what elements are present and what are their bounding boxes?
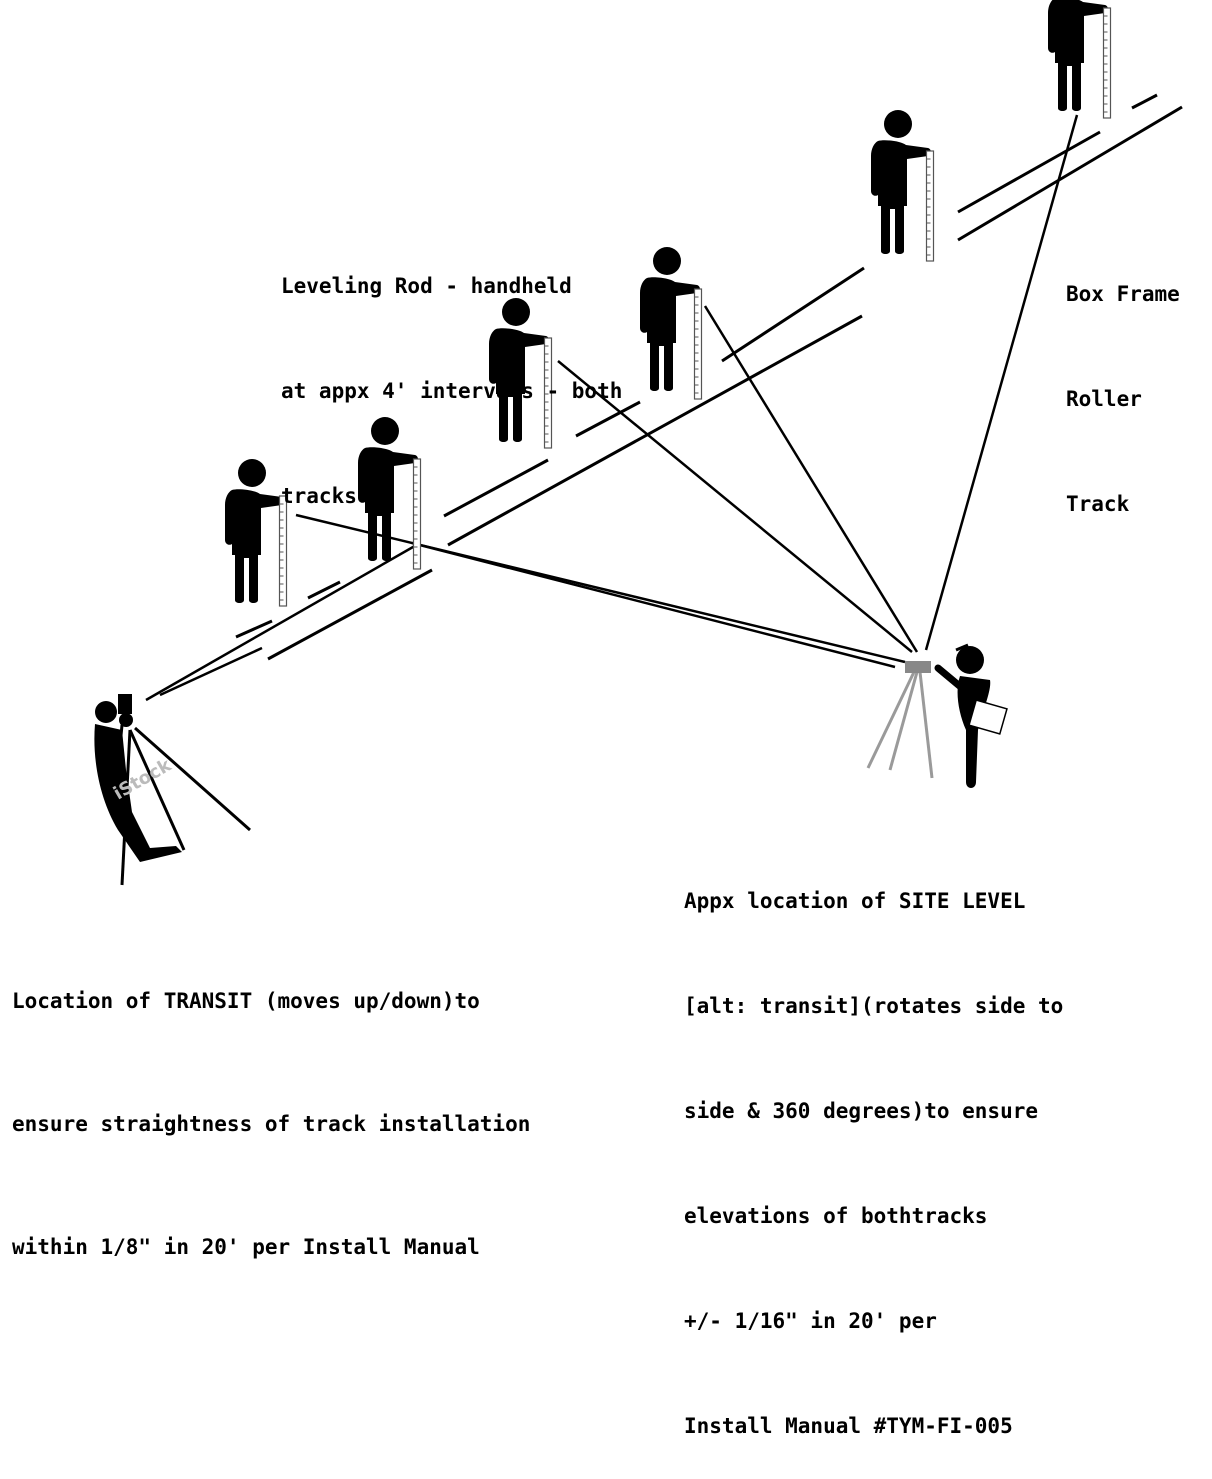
site-level-label-line: Appx location of SITE LEVEL: [684, 889, 1026, 913]
site-level-label-line: Install Manual #TYM-FI-005: [684, 1414, 1013, 1438]
track-rail-lower: [267, 105, 1183, 661]
leveling-rod-label-line: at appx 4' intervals - both: [281, 379, 623, 403]
site-level-label-line: elevations of bothtracks: [684, 1204, 988, 1228]
diagram-canvas: iStock: [94, 0, 1183, 886]
track-label-line: Roller: [1066, 387, 1142, 411]
track-label-line: Box Frame: [1066, 282, 1180, 306]
site-level-label-line: +/- 1/16" in 20' per: [684, 1309, 937, 1333]
rod-holder-5: [871, 110, 935, 262]
leveling-rod-label-line: Leveling Rod - handheld: [281, 274, 572, 298]
leveling-rod-label: Leveling Rod - handheld at appx 4' inter…: [281, 199, 622, 549]
rod-holder-4: [640, 247, 703, 400]
site-level-tripod: [866, 671, 934, 779]
transit-label-line: ensure straightness of track installatio…: [12, 1112, 531, 1136]
level-sight-lines: [295, 114, 1079, 669]
site-level-instrument: [905, 661, 931, 673]
rod-holder-6: [1048, 0, 1112, 119]
transit-label-line: within 1/8" in 20' per Install Manual: [12, 1235, 480, 1259]
transit-operator: [94, 694, 251, 886]
leveling-rod-label-line: tracks: [281, 484, 357, 508]
track-label: Box Frame Roller Track: [1066, 207, 1180, 557]
site-level-operator: [934, 643, 1008, 788]
site-level-label: Appx location of SITE LEVEL [alt: transi…: [684, 814, 1063, 1479]
rod-holder-1: [225, 459, 288, 607]
transit-label: Location of TRANSIT (moves up/down)to en…: [12, 899, 530, 1309]
site-level-label-line: [alt: transit](rotates side to: [684, 994, 1064, 1018]
track-label-line: Track: [1066, 492, 1130, 516]
transit-sight-lines: [145, 541, 421, 702]
site-level-label-line: side & 360 degrees)to ensure: [684, 1099, 1039, 1123]
transit-label-line: Location of TRANSIT (moves up/down)to: [12, 989, 480, 1013]
track-rail-upper: [235, 93, 1158, 639]
